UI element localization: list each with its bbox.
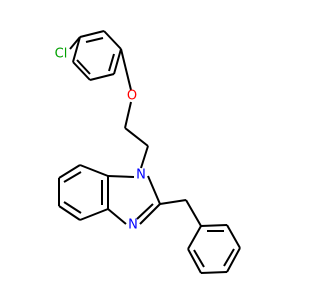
atom-chlorine: Cl bbox=[55, 47, 68, 62]
benzo-ring bbox=[58, 164, 109, 221]
bond-cl-ring bbox=[69, 36, 81, 50]
benzyl-linker bbox=[159, 199, 202, 227]
imidazole-ring bbox=[107, 175, 161, 225]
molecule-structure: Cl O N N bbox=[55, 30, 241, 274]
chlorophenyl-ring bbox=[72, 30, 122, 81]
ethylene-linker bbox=[124, 101, 149, 169]
bond-ring-oxygen bbox=[120, 48, 132, 91]
phenyl-ring bbox=[187, 224, 241, 274]
atom-nitrogen-3: N bbox=[128, 218, 138, 233]
atom-oxygen: O bbox=[127, 89, 137, 104]
molecule-canvas: Cl O N N bbox=[55, 30, 241, 274]
atom-nitrogen-1: N bbox=[136, 168, 146, 183]
